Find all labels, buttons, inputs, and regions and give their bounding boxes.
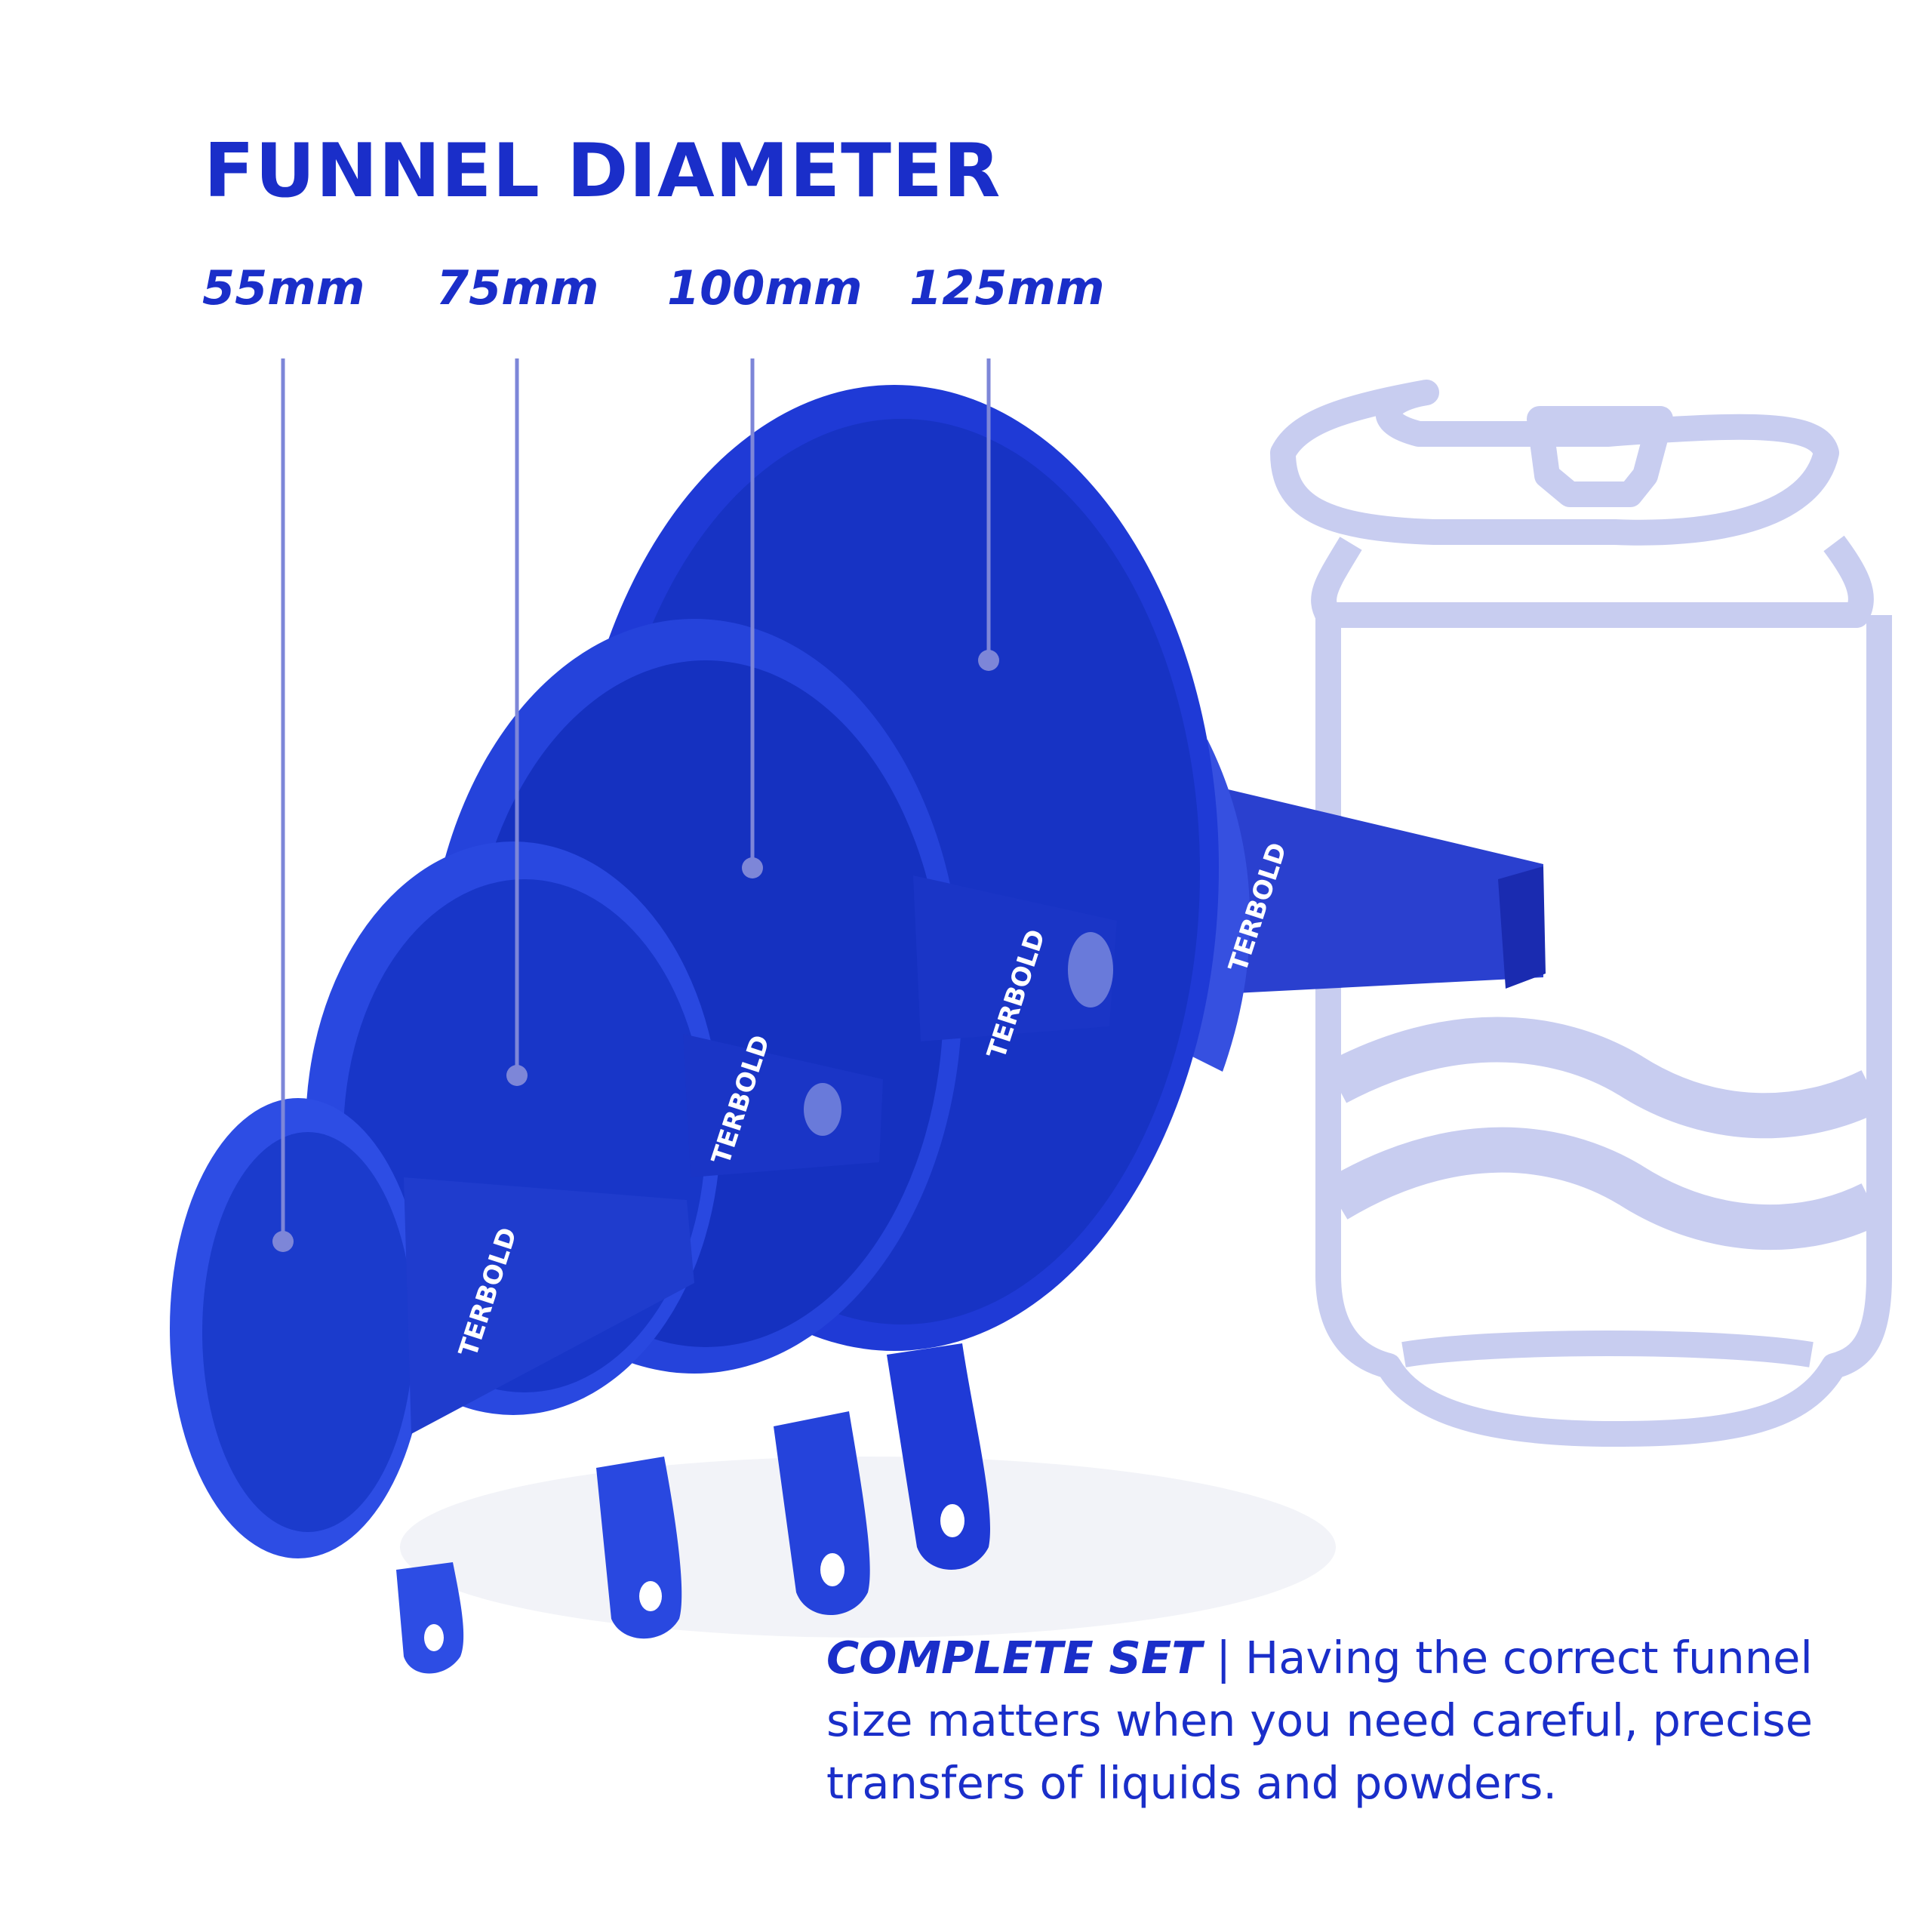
leader-dot-75mm (506, 1065, 528, 1086)
leader-dot-100mm (742, 857, 763, 878)
page-title: FUNNEL DIAMETER (204, 128, 1001, 214)
size-label-100mm: 100mm (667, 260, 863, 315)
caption: COMPLETE SET | Having the correct funnel… (826, 1626, 1883, 1814)
caption-separator: | (1216, 1632, 1232, 1684)
leader-dot-55mm (272, 1231, 294, 1252)
diameter-leader-lines (272, 358, 999, 1252)
size-label-55mm: 55mm (202, 260, 365, 315)
soda-can-icon (1270, 380, 1892, 1447)
funnel-55mm (170, 1098, 694, 1674)
size-label-75mm: 75mm (436, 260, 599, 315)
caption-body: Having the correct funnel size matters w… (826, 1632, 1814, 1809)
caption-lead: COMPLETE SET (826, 1632, 1202, 1684)
size-label-125mm: 125mm (909, 260, 1105, 315)
leader-dot-125mm (978, 650, 999, 671)
